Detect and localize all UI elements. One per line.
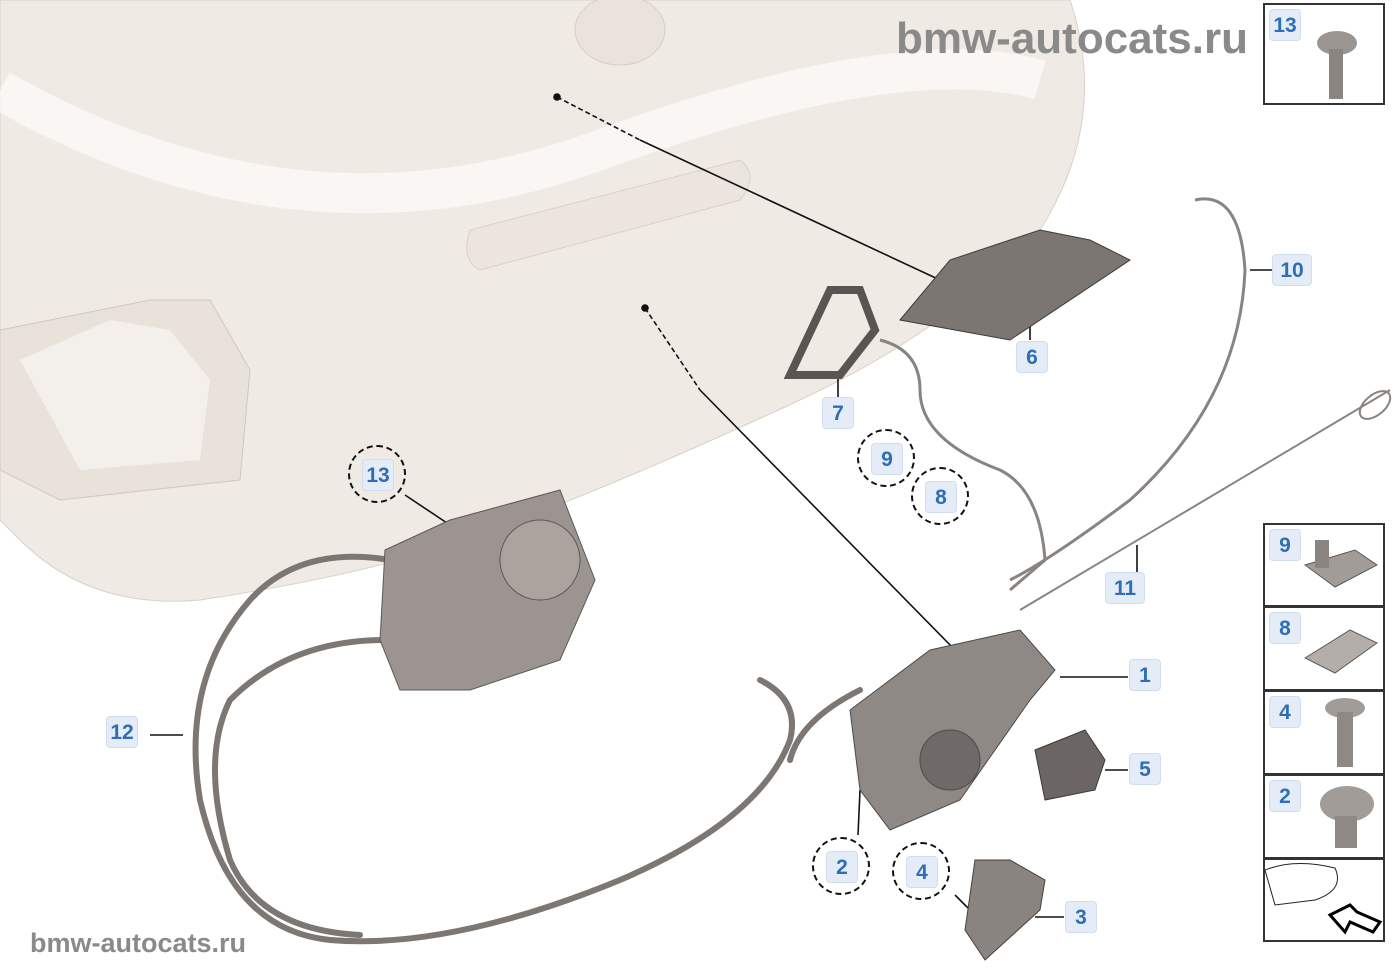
callout-2: 2 bbox=[812, 837, 870, 895]
side-panel-9[interactable]: 9 bbox=[1263, 523, 1385, 607]
bracket bbox=[964, 859, 1046, 961]
leader-lines bbox=[150, 93, 1272, 926]
callout-13: 13 bbox=[348, 445, 406, 503]
screw-icon bbox=[1320, 786, 1374, 848]
lock-mechanism bbox=[849, 629, 1056, 831]
callout-label[interactable]: 2 bbox=[826, 851, 858, 883]
callout-label[interactable]: 9 bbox=[871, 443, 903, 475]
callout-5[interactable]: 5 bbox=[1129, 753, 1161, 785]
callout-9: 9 bbox=[857, 429, 915, 487]
car-rear-view-icon bbox=[1265, 862, 1383, 935]
screw-icon bbox=[1317, 31, 1357, 99]
panel-label: 8 bbox=[1269, 612, 1301, 644]
side-panel-8[interactable]: 8 bbox=[1263, 606, 1385, 691]
watermark-bottom: bmw-autocats.ru bbox=[30, 928, 247, 958]
callout-label[interactable]: 13 bbox=[362, 459, 394, 491]
callout-label[interactable]: 4 bbox=[906, 856, 938, 888]
callout-12[interactable]: 12 bbox=[106, 716, 138, 748]
clip-icon bbox=[1303, 540, 1378, 588]
panel-label: 13 bbox=[1269, 9, 1301, 41]
side-panel-vehicle[interactable] bbox=[1263, 858, 1385, 942]
panel-label: 4 bbox=[1269, 696, 1301, 728]
side-panel-2[interactable]: 2 bbox=[1263, 774, 1385, 859]
callout-8: 8 bbox=[911, 467, 969, 525]
callout-6[interactable]: 6 bbox=[1016, 341, 1048, 373]
callout-label[interactable]: 8 bbox=[925, 481, 957, 513]
drive-motor bbox=[379, 489, 596, 691]
cover-cap bbox=[1034, 729, 1106, 801]
callout-10[interactable]: 10 bbox=[1272, 254, 1312, 286]
clip-nut-icon bbox=[1303, 629, 1378, 674]
callout-3[interactable]: 3 bbox=[1065, 901, 1097, 933]
trim-bezel bbox=[783, 286, 880, 379]
bowden-cables bbox=[192, 553, 863, 945]
tailgate-panel bbox=[0, 0, 1086, 602]
callout-1[interactable]: 1 bbox=[1129, 659, 1161, 691]
callout-4: 4 bbox=[892, 842, 950, 900]
handle-switch bbox=[899, 229, 1131, 341]
side-panel-13[interactable]: 13 bbox=[1263, 3, 1385, 105]
callout-11[interactable]: 11 bbox=[1105, 572, 1145, 604]
panel-label: 2 bbox=[1269, 780, 1301, 812]
watermark-top: bmw-autocats.ru bbox=[895, 14, 1248, 63]
panel-label: 9 bbox=[1269, 529, 1301, 561]
callout-7[interactable]: 7 bbox=[822, 397, 854, 429]
screw-icon bbox=[1325, 698, 1365, 767]
side-panel-4[interactable]: 4 bbox=[1263, 690, 1385, 775]
